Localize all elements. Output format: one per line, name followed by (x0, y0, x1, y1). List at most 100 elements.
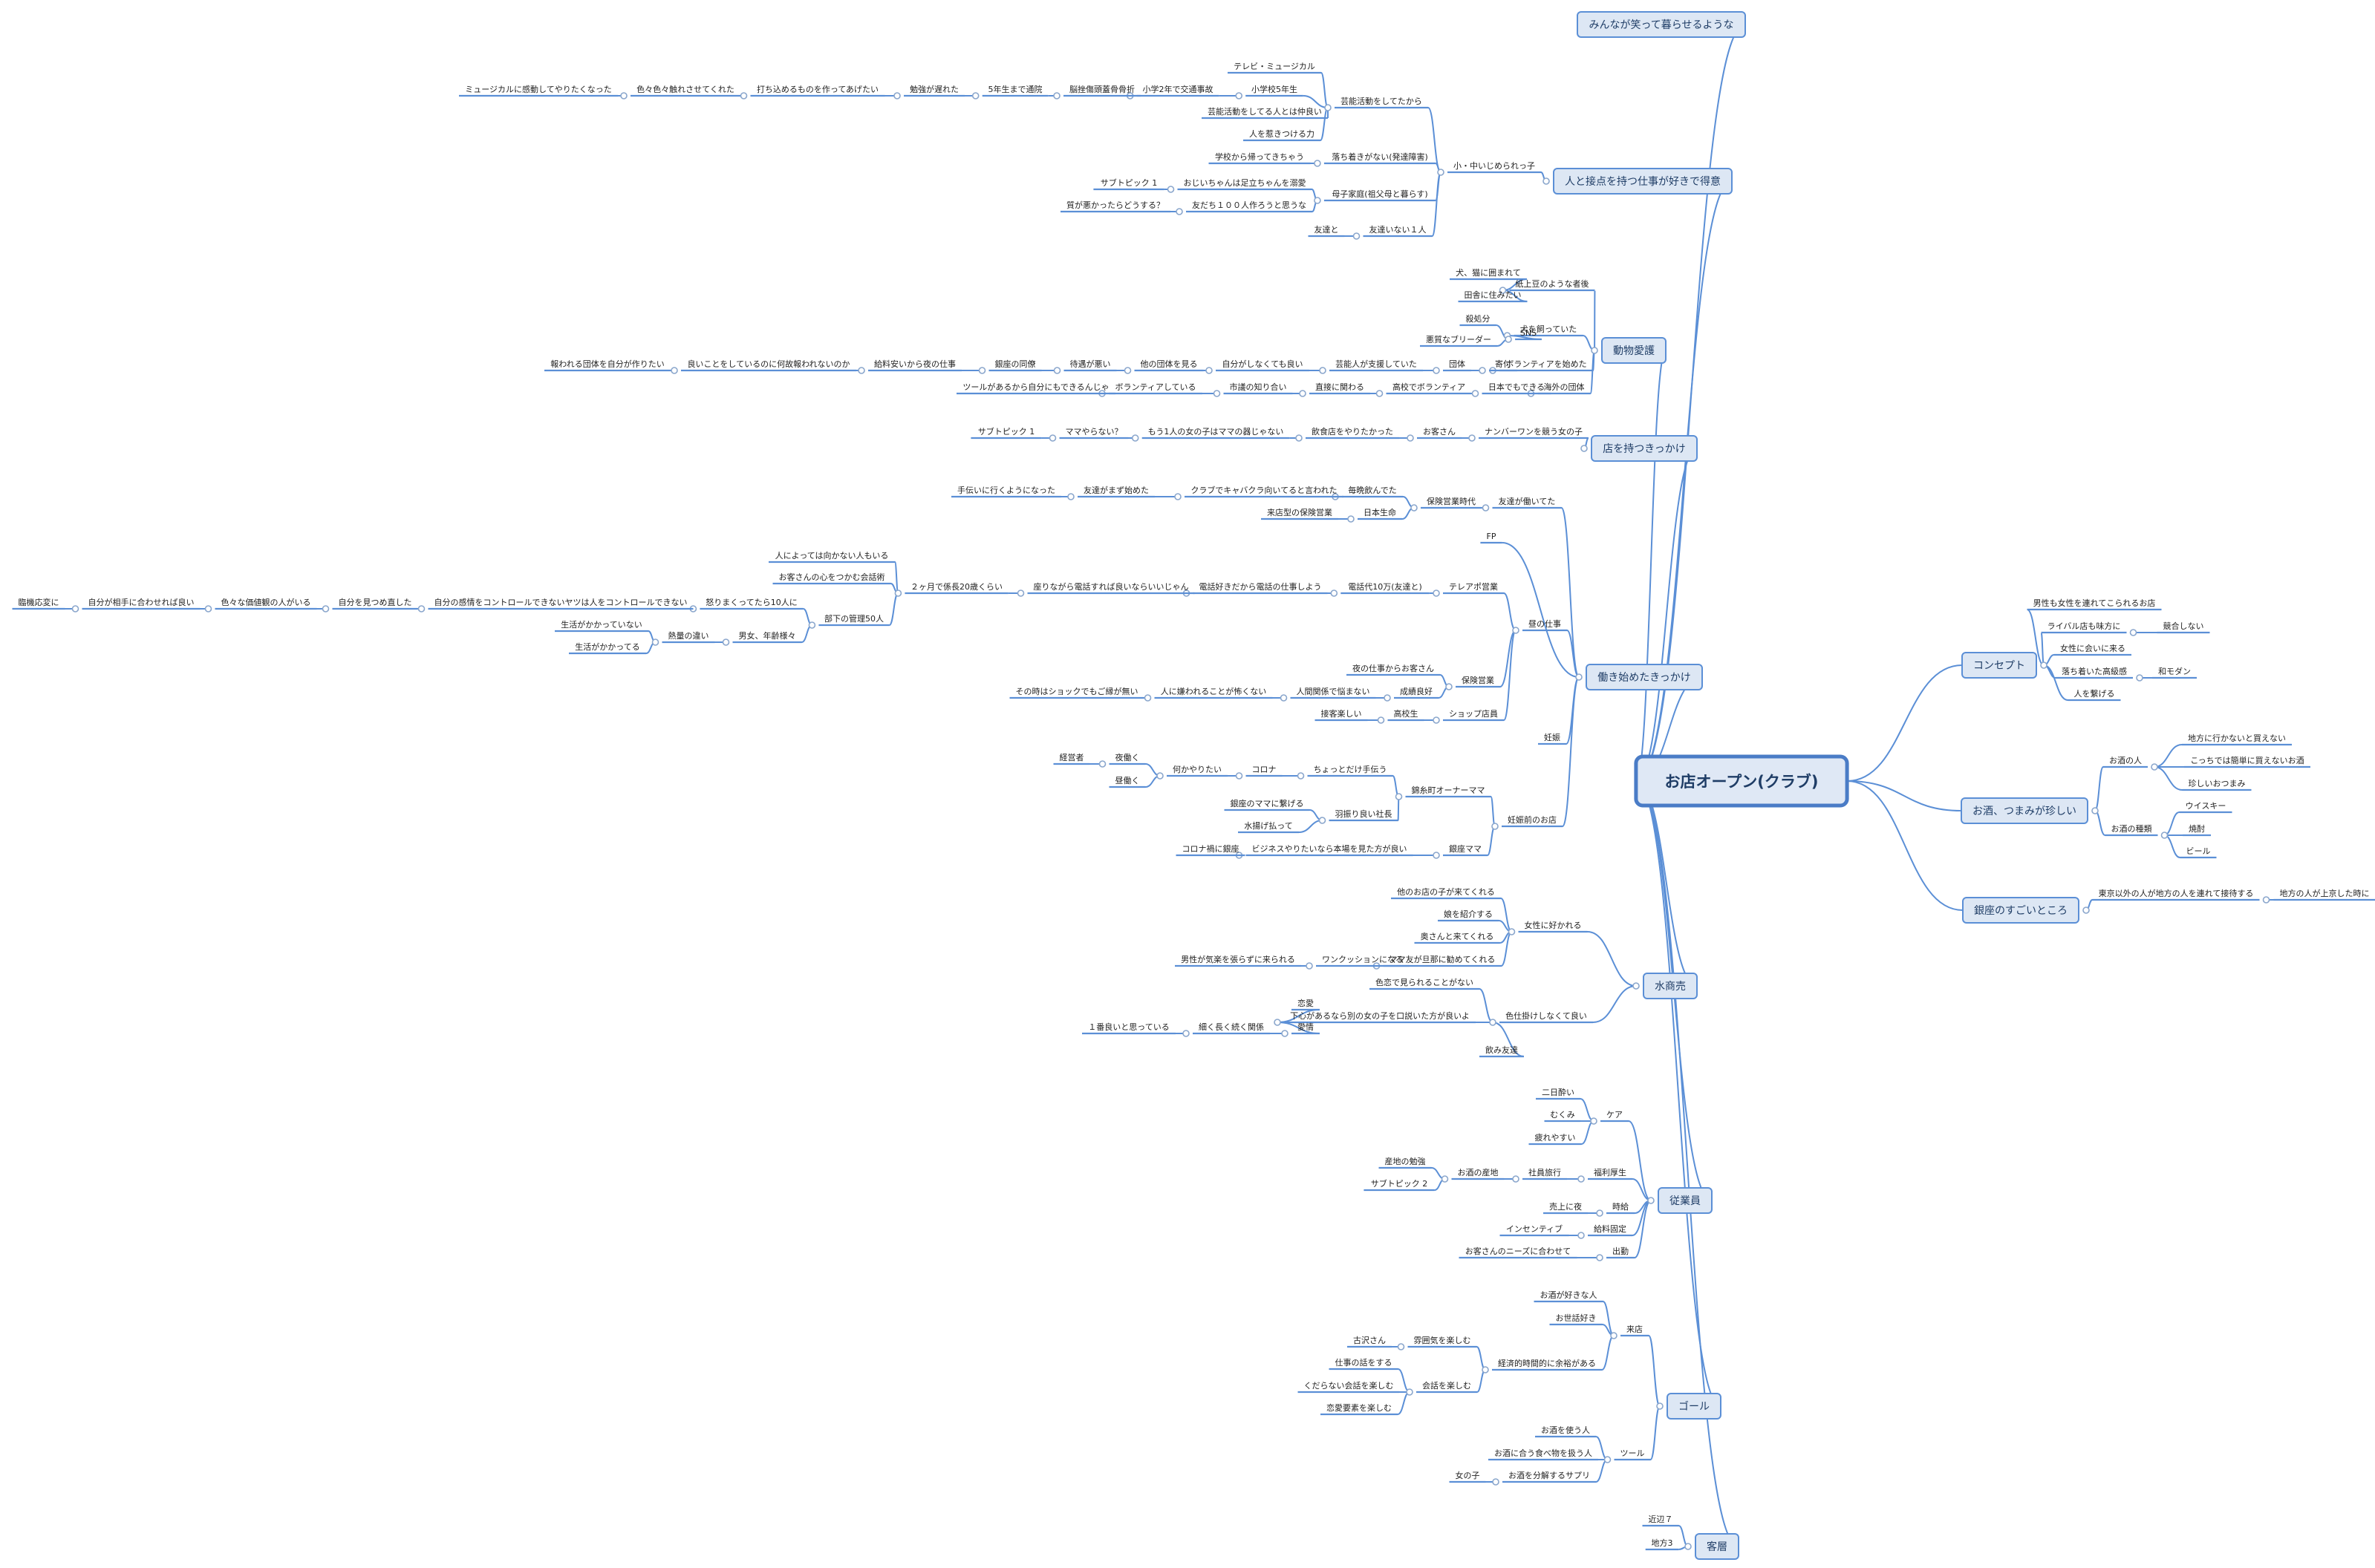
collapse-knob-icon[interactable] (808, 621, 816, 629)
collapse-knob-icon[interactable] (1235, 92, 1242, 99)
map-node[interactable]: 成績良好 (1394, 686, 1439, 699)
map-node[interactable]: お酒を使う人 (1535, 1425, 1596, 1438)
map-node[interactable]: 経営者 (1053, 752, 1090, 765)
map-node[interactable]: 飲食店をやりたかった (1306, 426, 1399, 440)
map-node[interactable]: 昼の仕事 (1522, 619, 1567, 632)
collapse-knob-icon[interactable] (1491, 823, 1499, 830)
map-node[interactable]: ビジネスやりたいなら本場を見た方が良い (1245, 843, 1413, 857)
map-node[interactable]: お客さんのニーズに合わせて (1459, 1246, 1577, 1259)
map-node[interactable]: 人に嫌われることが怖くない (1154, 686, 1273, 699)
topic-node[interactable]: 働き始めたきっかけ (1586, 664, 1703, 690)
map-node[interactable]: 福利厚生 (1588, 1167, 1632, 1180)
map-node[interactable]: １番良いと思っている (1082, 1022, 1176, 1035)
collapse-knob-icon[interactable] (1098, 760, 1107, 768)
map-node[interactable]: 田舎に住みたい (1458, 290, 1528, 303)
collapse-knob-icon[interactable] (1397, 1343, 1405, 1350)
collapse-knob-icon[interactable] (2129, 629, 2137, 636)
map-node[interactable]: お客さん (1417, 426, 1462, 440)
collapse-knob-icon[interactable] (1591, 347, 1598, 354)
topic-node[interactable]: 動物愛護 (1601, 337, 1667, 364)
map-node[interactable]: 二日酔い (1536, 1087, 1580, 1100)
map-node[interactable]: 保険営業時代 (1421, 496, 1482, 509)
collapse-knob-icon[interactable] (1482, 504, 1490, 512)
map-node[interactable]: ちょっとだけ手伝う (1307, 764, 1393, 777)
collapse-knob-icon[interactable] (722, 638, 730, 646)
collapse-knob-icon[interactable] (1314, 160, 1321, 167)
map-node[interactable]: 電話代10万(友達と) (1340, 581, 1430, 595)
map-node[interactable]: 女の子 (1449, 1470, 1486, 1483)
map-node[interactable]: 友達いない１人 (1363, 224, 1433, 238)
map-node[interactable]: 人間関係で悩まない (1290, 686, 1376, 699)
map-node[interactable]: 母子家庭(祖父母と暮らす) (1323, 189, 1436, 202)
collapse-knob-icon[interactable] (1124, 367, 1132, 374)
map-node[interactable]: 奥さんと来てくれる (1414, 931, 1500, 944)
map-node[interactable]: ツール (1614, 1448, 1651, 1461)
map-node[interactable]: ライバル店も味方に (2041, 621, 2127, 634)
collapse-knob-icon[interactable] (322, 605, 330, 612)
collapse-knob-icon[interactable] (1067, 493, 1075, 500)
map-node[interactable]: 女性に好かれる (1518, 920, 1588, 933)
collapse-knob-icon[interactable] (1577, 1175, 1585, 1183)
map-node[interactable]: ２ヶ月で係長20歳くらい (905, 582, 1009, 595)
map-node[interactable]: 自分がしなくても良い (1216, 359, 1309, 372)
map-node[interactable]: 男女、年齢様々 (732, 630, 802, 644)
map-node[interactable]: 芸能人が支援していた (1329, 359, 1423, 372)
map-node[interactable]: 保険営業 (1456, 675, 1500, 688)
map-node[interactable]: ビール (2180, 846, 2217, 859)
map-node[interactable]: 愛情 (1291, 1022, 1320, 1035)
map-node[interactable]: 芸能活動をしてたから (1335, 96, 1428, 109)
map-node[interactable]: 夜働く (1109, 752, 1146, 765)
collapse-knob-icon[interactable] (1377, 716, 1385, 724)
map-node[interactable]: 自分の感情をコントロールできないヤツは人をコントロールできない (428, 598, 694, 610)
map-node[interactable]: ボランティアを始めた (1499, 359, 1593, 372)
topic-node[interactable]: ゴール (1667, 1393, 1721, 1420)
map-node[interactable]: 小学校5年生 (1245, 84, 1303, 97)
collapse-knob-icon[interactable] (2160, 832, 2169, 839)
map-node[interactable]: ウイスキー (2179, 801, 2232, 814)
map-node[interactable]: 売上に夜 (1543, 1201, 1588, 1215)
map-node[interactable]: 細く長く続く関係 (1193, 1022, 1270, 1035)
map-node[interactable]: 他の団体を見る (1134, 359, 1204, 372)
collapse-knob-icon[interactable] (1596, 1209, 1603, 1217)
map-node[interactable]: 熱量の違い (662, 631, 715, 644)
map-node[interactable]: 殺処分 (1459, 313, 1496, 327)
collapse-knob-icon[interactable] (2091, 807, 2099, 814)
map-node[interactable]: 市議の知り合い (1223, 382, 1293, 395)
map-node[interactable]: 下心があるなら別の女の子を口説いた方が良いよ (1284, 1010, 1476, 1024)
map-node[interactable]: ショップ店員 (1443, 708, 1504, 722)
map-node[interactable]: 団体 (1443, 359, 1471, 372)
map-node[interactable]: 男性が気楽を張らずに来られる (1175, 954, 1301, 967)
map-node[interactable]: 色仕掛けしなくて良い (1499, 1010, 1593, 1024)
collapse-knob-icon[interactable] (1406, 1388, 1413, 1396)
collapse-knob-icon[interactable] (204, 605, 212, 612)
map-node[interactable]: 給料固定 (1588, 1224, 1632, 1237)
collapse-knob-icon[interactable] (1314, 197, 1321, 204)
collapse-knob-icon[interactable] (1235, 772, 1243, 780)
map-node[interactable]: コロナ (1245, 765, 1283, 777)
map-node[interactable]: 妊娠 (1538, 732, 1566, 745)
map-node[interactable]: 毎晩飲んでた (1342, 485, 1403, 498)
map-node[interactable]: 近辺７ (1642, 1515, 1679, 1527)
map-node[interactable]: 競合しない (2157, 621, 2210, 634)
map-node[interactable]: 地方3 (1645, 1538, 1679, 1551)
map-node[interactable]: 脳挫傷頭蓋骨骨折 (1063, 84, 1141, 97)
map-node[interactable]: お酒の産地 (1451, 1168, 1505, 1180)
map-node[interactable]: FP (1480, 532, 1502, 544)
map-node[interactable]: ツールがあるから自分にもできるんじゃ (957, 382, 1115, 395)
collapse-knob-icon[interactable] (1318, 817, 1326, 824)
collapse-knob-icon[interactable] (1575, 673, 1583, 681)
collapse-knob-icon[interactable] (671, 367, 678, 374)
map-node[interactable]: 紙上豆のような者後 (1509, 278, 1595, 292)
map-node[interactable]: 何かやりたい (1167, 765, 1228, 777)
map-node[interactable]: サブトピック 1 (1093, 177, 1164, 191)
collapse-knob-icon[interactable] (1656, 1402, 1664, 1410)
collapse-knob-icon[interactable] (620, 92, 628, 99)
map-node[interactable]: サブトピック 1 (971, 426, 1042, 440)
collapse-knob-icon[interactable] (71, 605, 79, 612)
map-node[interactable]: 良いことをしているのに何故報われないのか (681, 359, 856, 372)
map-node[interactable]: ケア (1600, 1110, 1629, 1123)
map-node[interactable]: 怒りまくってたら10人に (700, 597, 804, 610)
collapse-knob-icon[interactable] (1213, 390, 1221, 397)
map-node[interactable]: 打ち込めるものを作ってあげたい (750, 84, 885, 97)
map-node[interactable]: 日本生命 (1358, 507, 1402, 520)
